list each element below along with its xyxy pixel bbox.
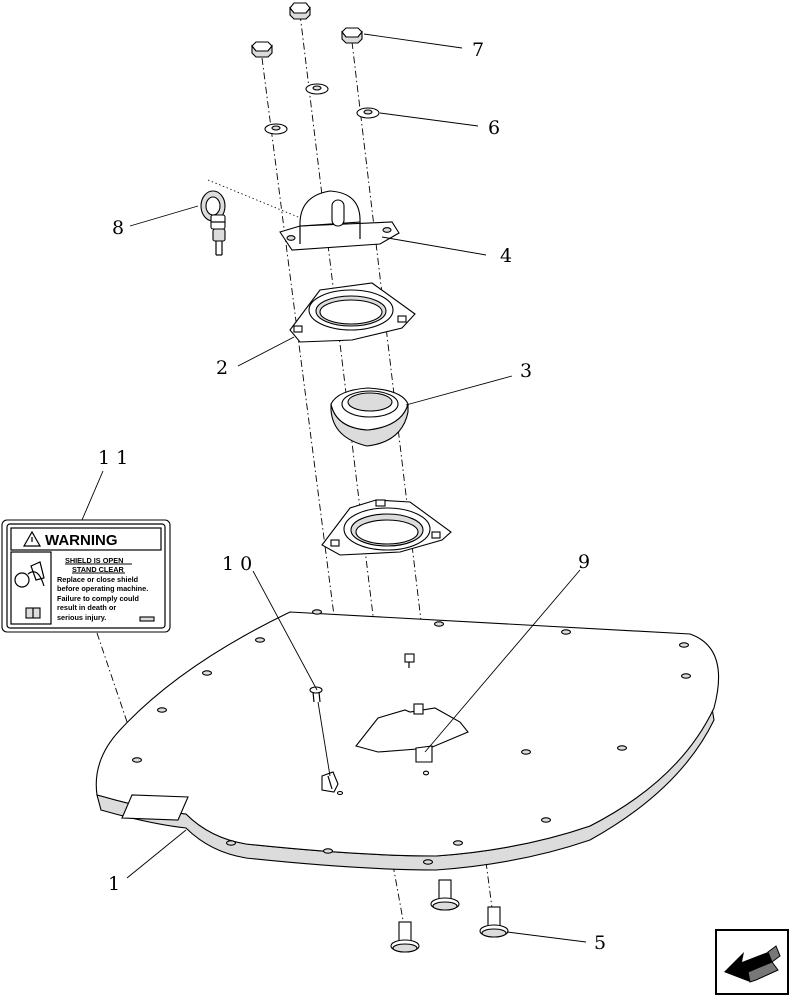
hex-nut-top bbox=[289, 2, 311, 20]
lower-flange bbox=[321, 499, 452, 556]
decal-line-2: STAND CLEAR bbox=[72, 565, 124, 574]
callout-9: 9 bbox=[578, 551, 590, 573]
decal-line-4: before operating machine. bbox=[57, 584, 148, 593]
callout-5: 5 bbox=[594, 932, 606, 954]
sensor-assembly bbox=[200, 190, 226, 256]
washer-left bbox=[264, 123, 288, 135]
back-arrow-icon[interactable] bbox=[715, 929, 789, 995]
washer-center bbox=[305, 83, 329, 95]
callout-11: 1 1 bbox=[98, 447, 128, 469]
decal-line-3: Replace or close shield bbox=[57, 575, 138, 584]
callout-4: 4 bbox=[500, 245, 512, 267]
callout-3: 3 bbox=[520, 360, 532, 382]
washer-right bbox=[356, 107, 380, 119]
callout-8: 8 bbox=[112, 217, 124, 239]
decal-line-6: result in death or bbox=[57, 603, 116, 612]
hex-nut-right bbox=[341, 27, 363, 44]
callout-labels: 7 6 8 4 2 3 1 1 1 0 9 1 5 bbox=[98, 39, 606, 954]
decal-line-7: serious injury. bbox=[57, 613, 106, 622]
mounting-plate bbox=[95, 609, 720, 871]
leader-lines bbox=[81, 33, 587, 943]
decal-line-1: SHIELD IS OPEN bbox=[65, 556, 123, 565]
bearing bbox=[330, 387, 409, 447]
hex-nut-left bbox=[251, 41, 273, 58]
small-bolt bbox=[309, 686, 323, 703]
callout-2: 2 bbox=[216, 357, 228, 379]
callout-6: 6 bbox=[488, 117, 500, 139]
warning-decal: WARNING SHIELD IS OPEN STAND CLEAR Repla… bbox=[1, 519, 171, 633]
callout-1: 1 bbox=[108, 873, 120, 895]
carriage-bolt-right bbox=[479, 906, 509, 938]
carriage-bolt-left bbox=[390, 921, 420, 953]
decal-title: WARNING bbox=[45, 532, 118, 549]
carriage-bolt-center bbox=[430, 879, 460, 911]
upper-flange bbox=[289, 282, 416, 343]
callout-10: 1 0 bbox=[222, 553, 252, 575]
decal-line-5: Failure to comply could bbox=[57, 594, 139, 603]
callout-7: 7 bbox=[472, 39, 484, 61]
sensor-bracket bbox=[279, 190, 400, 251]
